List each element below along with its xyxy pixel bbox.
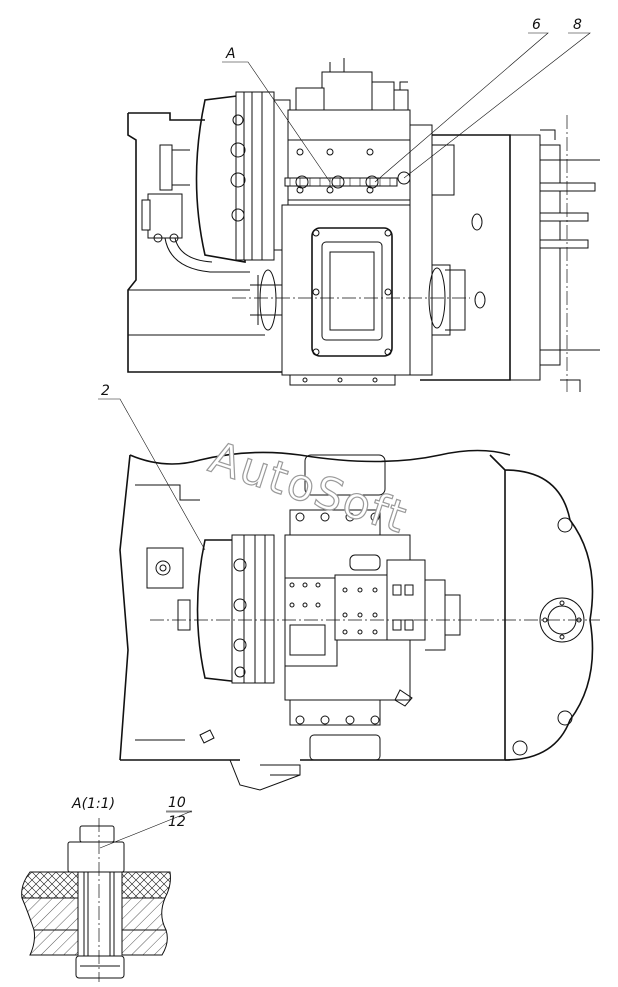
middle-view-assembly: [119, 449, 600, 791]
callout-8: 8: [573, 17, 582, 33]
callout-2: 2: [101, 383, 110, 399]
top-view-assembly: [127, 58, 600, 392]
callout-6: 6: [532, 17, 541, 33]
detail-a-section: [21, 818, 171, 982]
detail-view-title: A(1:1): [71, 796, 115, 812]
callout-leaders: [98, 32, 591, 849]
callout-12: 12: [168, 814, 186, 830]
callout-view-a: A: [225, 46, 236, 62]
callout-10: 10: [168, 795, 186, 811]
